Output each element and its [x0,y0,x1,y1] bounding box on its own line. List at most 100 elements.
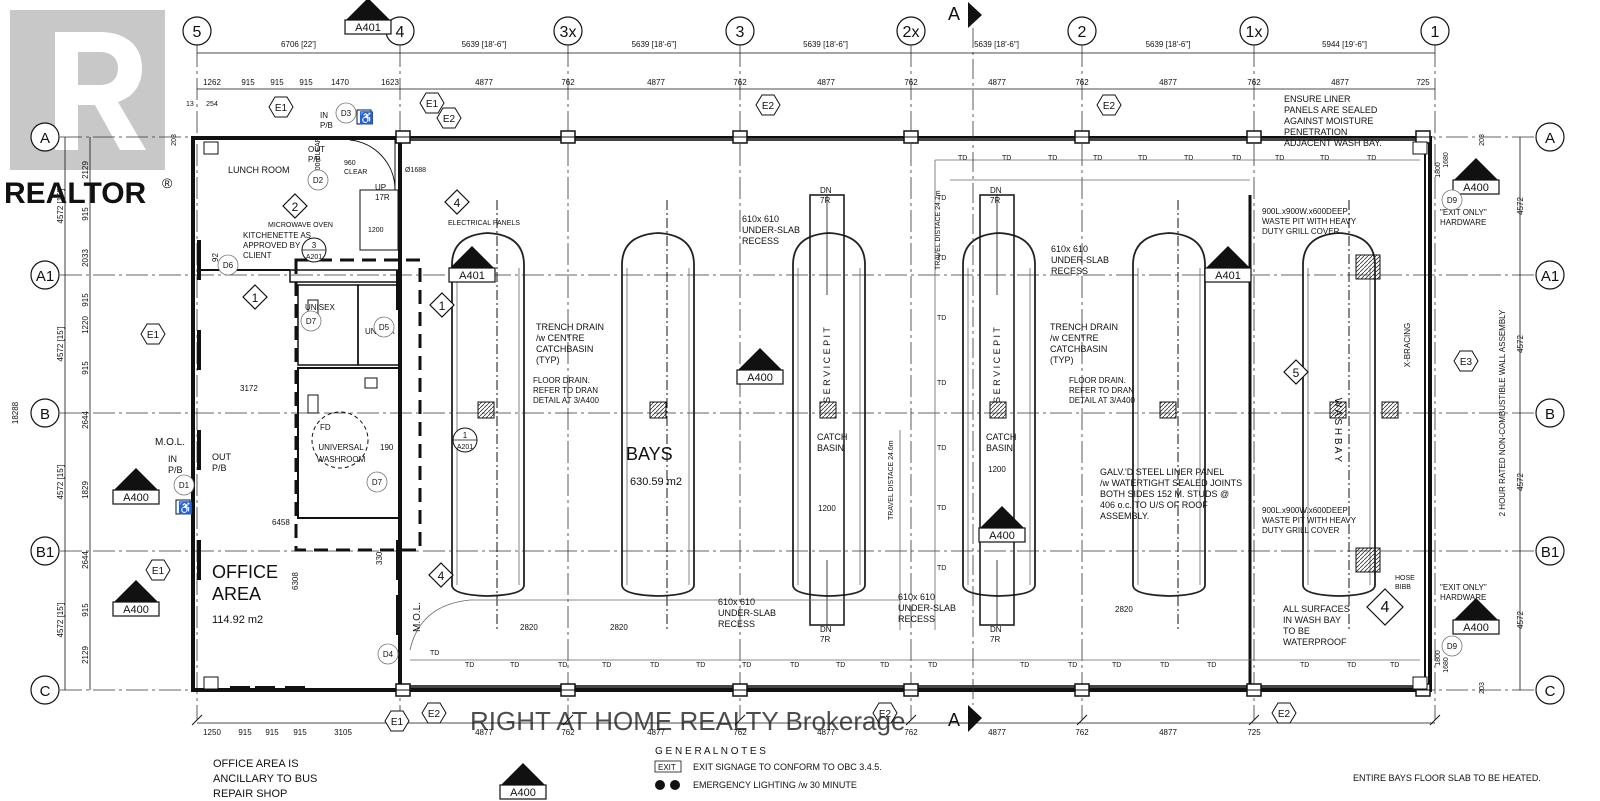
grid-bubble [30,675,60,705]
travel-distance-label: TRAVEL DISTACE 24.7m [935,190,942,270]
grid-bubble-label: 1x [1246,24,1263,41]
travel-distance-paths [409,159,1420,661]
wall-tag-label: E2 [1103,101,1116,112]
dim-text: 4877 [817,78,835,87]
dim-text: 915 [81,603,90,617]
dim-text: 4877 [988,728,1006,737]
dim-text: 1250 [203,728,221,737]
dim-text: 762 [1075,728,1089,737]
dim-text: 4572 [1516,611,1525,629]
grid-bubble [1535,398,1565,428]
section-callout-arrow [501,763,545,785]
window [396,270,401,310]
grid-bubble-label: C [1545,683,1556,700]
door-tag-circle [173,474,195,496]
emergency-light-icon [670,780,680,790]
td-label: TD [1138,155,1147,162]
door-tag-label: D7 [372,478,383,487]
dim-text: 4877 [988,78,1006,87]
dimension-label: 1200 [988,465,1006,474]
dim-text: 3105 [334,728,352,737]
dim-text: 4572 [15'] [56,603,65,638]
grid-bubble-label: A [1545,130,1555,147]
grid-bubble-label: 3x [560,24,577,41]
dim-text: 2129 [81,161,90,179]
grid-bubble-label: 1 [1431,24,1440,41]
callout-sheet: A400 [747,372,773,384]
accessibility-icon: ♿ [175,499,193,515]
diamond-tag-label: 4 [1381,599,1390,616]
door-tag-circle [366,471,388,493]
svg-text:A: A [948,4,960,24]
dim-text: 2644 [81,411,90,429]
td-label: TD [1160,662,1169,669]
dim-text: 725 [1247,728,1261,737]
dim-text: 4572 [15'] [56,189,65,224]
callout-number: 3 [756,354,763,369]
section-callout-box [448,267,496,283]
door-tag-label: D2 [313,176,324,185]
window [230,686,250,690]
grid-bubble [1535,260,1565,290]
wall-tag-hexagon [384,710,410,732]
bus-outlines [451,232,1376,597]
grid-bubble-label: A1 [1541,268,1559,285]
dimension-label: 330 [375,551,384,565]
dim-text: 762 [1075,78,1089,87]
td-label: TD [1347,662,1356,669]
td-label: TD [696,662,705,669]
td-label: TD [1232,155,1241,162]
dim-text: 4877 [817,728,835,737]
room-label-lunch: LUNCH ROOM [228,165,290,175]
td-label: TD [1184,155,1193,162]
building-walls [191,136,1432,692]
callout-number: 2 [468,252,475,267]
callout-sheet: A401 [355,22,381,34]
section-callout-box [112,601,160,617]
td-label: TD [1390,662,1399,669]
wall-tag-hexagon [436,107,462,129]
section-callout-arrow [1454,158,1498,180]
bus-inner [967,268,1031,585]
dim-text: 1262 [203,78,221,87]
wall-assembly-note: 2 HOUR RATED NON-COMBUSTIBLE WALL ASSEMB… [1498,309,1507,516]
dim-text: 762 [561,728,575,737]
grid-bubble-label: 2x [903,24,920,41]
section-callout-arrow [450,246,494,268]
wall-tag-hexagon [419,92,445,114]
grid-bubble [30,260,60,290]
bus-inner [797,268,861,585]
door-tag-circle [217,254,239,276]
window [396,540,401,580]
dimension-label: 2820 [1115,605,1133,614]
dim-text: 915 [293,728,307,737]
grid-bubble-label: 4 [396,24,405,41]
door-tag-circle [300,310,322,332]
dim-text: 915 [238,728,252,737]
section-callout-arrow [114,580,158,602]
diamond-tag-label: 1 [252,291,259,305]
dim-text: 1800 [1435,162,1442,178]
grid-bubble-label: 3 [736,24,745,41]
callout-sheet: A400 [1463,622,1489,634]
dim-text: 725 [1416,78,1430,87]
dim-text: 762 [1247,78,1261,87]
service-pits [809,194,1015,626]
dim-text: 1220 [81,316,90,334]
td-label: TD [1093,155,1102,162]
td-label: TD [650,662,659,669]
callout-number: 1 [519,769,526,784]
wall-tag-hexagon [755,94,781,116]
